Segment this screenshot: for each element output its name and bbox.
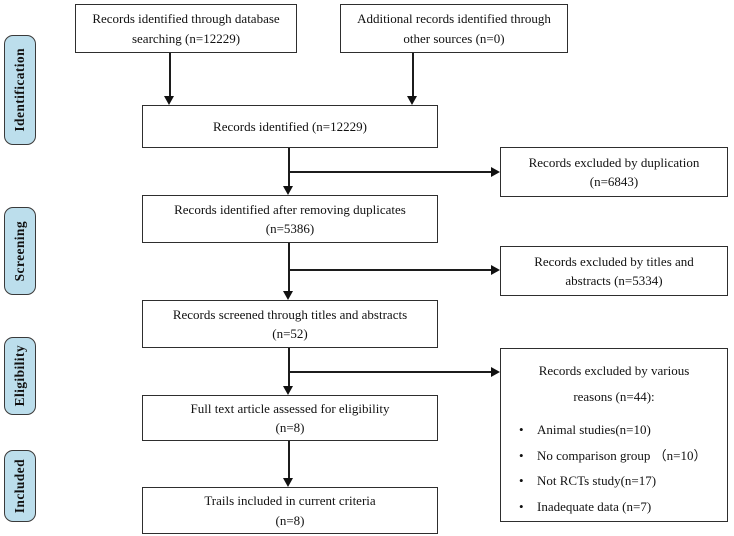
arrowhead-down (283, 186, 293, 195)
reasons-title: Records excluded by various reasons (n=4… (539, 358, 690, 410)
box-text-line: reasons (n=44): (573, 389, 655, 404)
box-text-line: (n=6843) (589, 174, 639, 189)
box-text-line: (n=8) (275, 420, 305, 435)
box-text-line: Records identified after removing duplic… (174, 201, 406, 217)
connector-branch-various (288, 371, 491, 373)
box-included-trials: Trails included in current criteria (n=8… (142, 487, 438, 534)
box-text-line: (n=5386) (265, 221, 315, 236)
arrowhead-down (283, 386, 293, 395)
stage-tab-identification: Identification (4, 35, 36, 145)
box-text-line: Records identified through database (92, 11, 280, 26)
arrowhead-down (407, 96, 417, 105)
arrowhead-right (491, 167, 500, 177)
box-other-sources: Additional records identified through ot… (340, 4, 568, 53)
stage-label: Identification (12, 48, 27, 132)
box-text-line: abstracts (n=5334) (565, 273, 663, 288)
box-text-line: searching (n=12229) (131, 30, 241, 46)
box-text-line: (n=52) (272, 326, 308, 341)
connector-db-search-down (169, 53, 171, 97)
box-full-text-eligibility: Full text article assessed for eligibili… (142, 395, 438, 441)
reason-item: Not RCTs study(n=17) (513, 468, 715, 494)
reason-item: Animal studies(n=10) (513, 417, 715, 443)
box-text-line: Records excluded by duplication (528, 154, 700, 170)
arrowhead-right (491, 367, 500, 377)
box-text-line: Full text article assessed for eligibili… (190, 400, 390, 416)
box-text-line: Records excluded by titles and (534, 253, 694, 269)
connector-other-sources-down (412, 53, 414, 97)
box-excluded-titles-abstracts: Records excluded by titles and abstracts… (500, 246, 728, 296)
box-excluded-various-reasons: Records excluded by various reasons (n=4… (500, 348, 728, 522)
box-text-line: Records identified (n=12229) (213, 118, 367, 134)
arrowhead-down (283, 478, 293, 487)
stage-tab-eligibility: Eligibility (4, 337, 36, 415)
box-after-duplicates: Records identified after removing duplic… (142, 195, 438, 243)
arrowhead-down (283, 291, 293, 300)
connector-branch-duplication (288, 171, 491, 173)
box-screened-titles-abstracts: Records screened through titles and abst… (142, 300, 438, 348)
box-text-line: Additional records identified through (357, 11, 551, 26)
box-text-line: Trails included in current criteria (204, 493, 376, 508)
reason-item: No comparison group （n=10） (513, 443, 715, 469)
stage-label: Screening (12, 220, 27, 282)
stage-label: Included (12, 458, 27, 514)
box-text-line: Records excluded by various (538, 363, 690, 378)
arrowhead-down (164, 96, 174, 105)
box-excluded-duplication: Records excluded by duplication (n=6843) (500, 147, 728, 197)
connector-fulltext-down (288, 441, 290, 478)
box-database-search: Records identified through database sear… (75, 4, 297, 53)
arrowhead-right (491, 265, 500, 275)
stage-tab-screening: Screening (4, 207, 36, 295)
stage-tab-included: Included (4, 450, 36, 522)
reason-item: Inadequate data (n=7) (513, 494, 715, 520)
reasons-bullet-list: Animal studies(n=10) No comparison group… (513, 417, 715, 519)
connector-screened-down (288, 348, 290, 386)
stage-label: Eligibility (12, 345, 27, 407)
box-records-identified: Records identified (n=12229) (142, 105, 438, 148)
box-text-line: other sources (n=0) (403, 30, 505, 46)
connector-duplicates-down (288, 243, 290, 292)
box-text-line: Records screened through titles and abst… (172, 306, 408, 322)
connector-branch-titles (288, 269, 491, 271)
box-text-line: (n=8) (275, 512, 305, 528)
connector-identified-down (288, 148, 290, 187)
